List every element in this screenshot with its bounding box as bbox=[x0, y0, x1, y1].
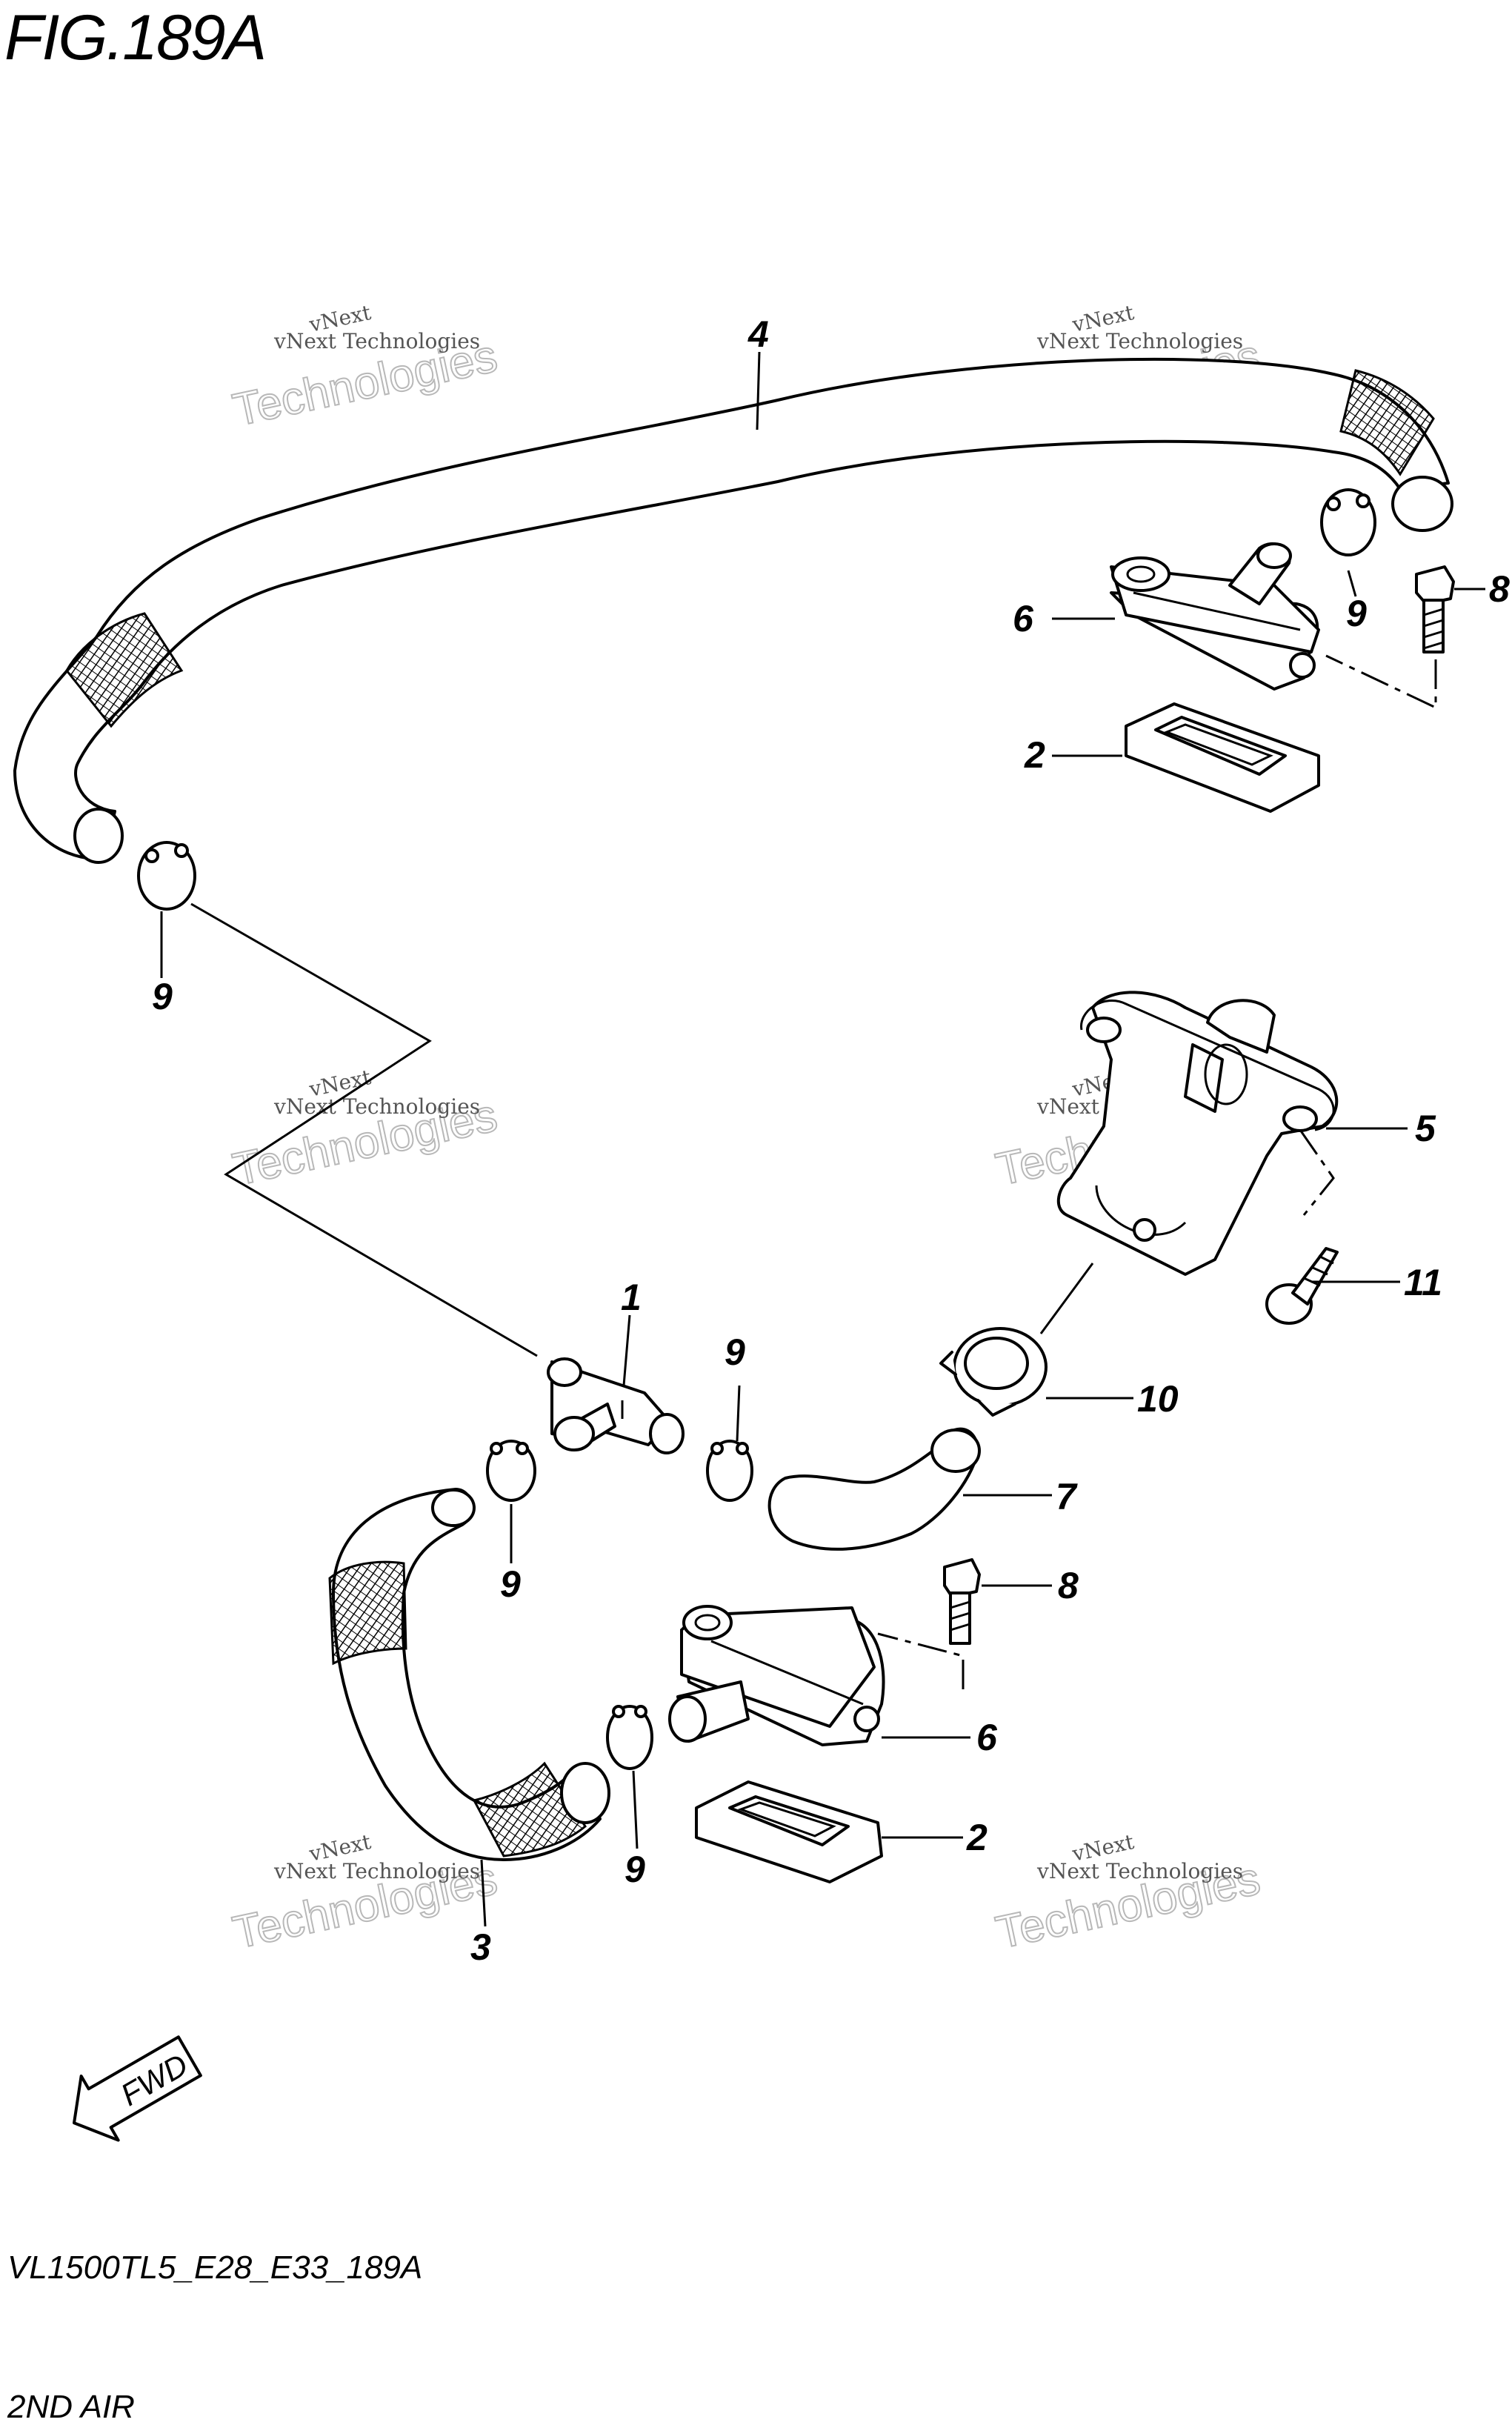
part-4-hose-long[interactable] bbox=[13, 357, 1453, 864]
part-8-bolt-lower[interactable] bbox=[943, 1558, 981, 1645]
callout-6-lower: 6 bbox=[976, 1717, 998, 1758]
callout-9-middle: 9 bbox=[725, 1331, 745, 1373]
part-8-bolt-upper[interactable] bbox=[1415, 565, 1455, 653]
svg-text:vNext Technologies: vNext Technologies bbox=[1036, 1859, 1243, 1883]
part-6-valve-cover-lower[interactable] bbox=[668, 1605, 885, 1746]
part-9-clip-a[interactable] bbox=[137, 841, 196, 911]
leader-lines bbox=[160, 351, 1485, 1927]
part-10-clamp[interactable] bbox=[939, 1327, 1048, 1417]
callout-9-lower-left: 9 bbox=[500, 1563, 521, 1605]
watermark-top-left: Technologies vNext Technologies vNext bbox=[228, 300, 502, 437]
part-9-clip-b[interactable] bbox=[1320, 488, 1376, 556]
callout-2-lower: 2 bbox=[966, 1817, 988, 1858]
callout-4: 4 bbox=[747, 313, 769, 355]
watermark-mid-left: Technologies vNext Technologies vNext bbox=[228, 1065, 502, 1197]
part-5-control-valve[interactable] bbox=[1056, 991, 1339, 1276]
callout-9-lower: 9 bbox=[625, 1849, 645, 1890]
callout-8-upper: 8 bbox=[1489, 568, 1510, 610]
callout-9-upper-left: 9 bbox=[152, 976, 173, 1017]
model-code: VL1500TL5_E28_E33_189A bbox=[7, 2249, 423, 2286]
part-9-clip-d[interactable] bbox=[706, 1440, 753, 1502]
callout-3: 3 bbox=[470, 1926, 491, 1968]
part-11-screw[interactable] bbox=[1265, 1247, 1339, 1325]
callout-2-upper: 2 bbox=[1024, 734, 1045, 776]
part-3-hose-lower[interactable] bbox=[328, 1488, 610, 1861]
part-2-gasket-lower[interactable] bbox=[695, 1780, 883, 1883]
part-7-elbow-hose[interactable] bbox=[767, 1427, 981, 1551]
watermark-bottom-right: Technologies vNext Technologies vNext bbox=[991, 1829, 1265, 1960]
section-name: 2ND AIR bbox=[7, 2389, 135, 2425]
part-1-t-joint[interactable] bbox=[547, 1357, 685, 1454]
part-2-gasket-upper[interactable] bbox=[1125, 702, 1320, 813]
svg-text:vNext Technologies: vNext Technologies bbox=[273, 1859, 480, 1883]
svg-text:vNext Technologies: vNext Technologies bbox=[273, 329, 480, 353]
callout-9-upper-right: 9 bbox=[1346, 593, 1367, 634]
part-6-valve-cover-upper[interactable] bbox=[1110, 542, 1320, 691]
part-9-clip-c[interactable] bbox=[486, 1440, 536, 1502]
svg-text:vNext Technologies: vNext Technologies bbox=[1036, 329, 1243, 353]
callout-5: 5 bbox=[1415, 1108, 1436, 1149]
callout-1: 1 bbox=[621, 1277, 642, 1318]
part-9-clip-e[interactable] bbox=[606, 1705, 653, 1770]
callout-11: 11 bbox=[1404, 1262, 1442, 1303]
fwd-arrow: FWD bbox=[73, 2035, 202, 2142]
callout-8-lower: 8 bbox=[1058, 1565, 1079, 1606]
callout-10: 10 bbox=[1137, 1378, 1179, 1420]
callout-labels: 4 6 9 8 2 9 5 11 1 9 10 7 9 8 6 2 9 3 bbox=[152, 313, 1510, 1968]
svg-text:vNext Technologies: vNext Technologies bbox=[273, 1094, 480, 1119]
figure-title: FIG.189A bbox=[4, 2, 267, 73]
callout-6-upper: 6 bbox=[1013, 598, 1034, 639]
callout-7: 7 bbox=[1056, 1476, 1078, 1517]
